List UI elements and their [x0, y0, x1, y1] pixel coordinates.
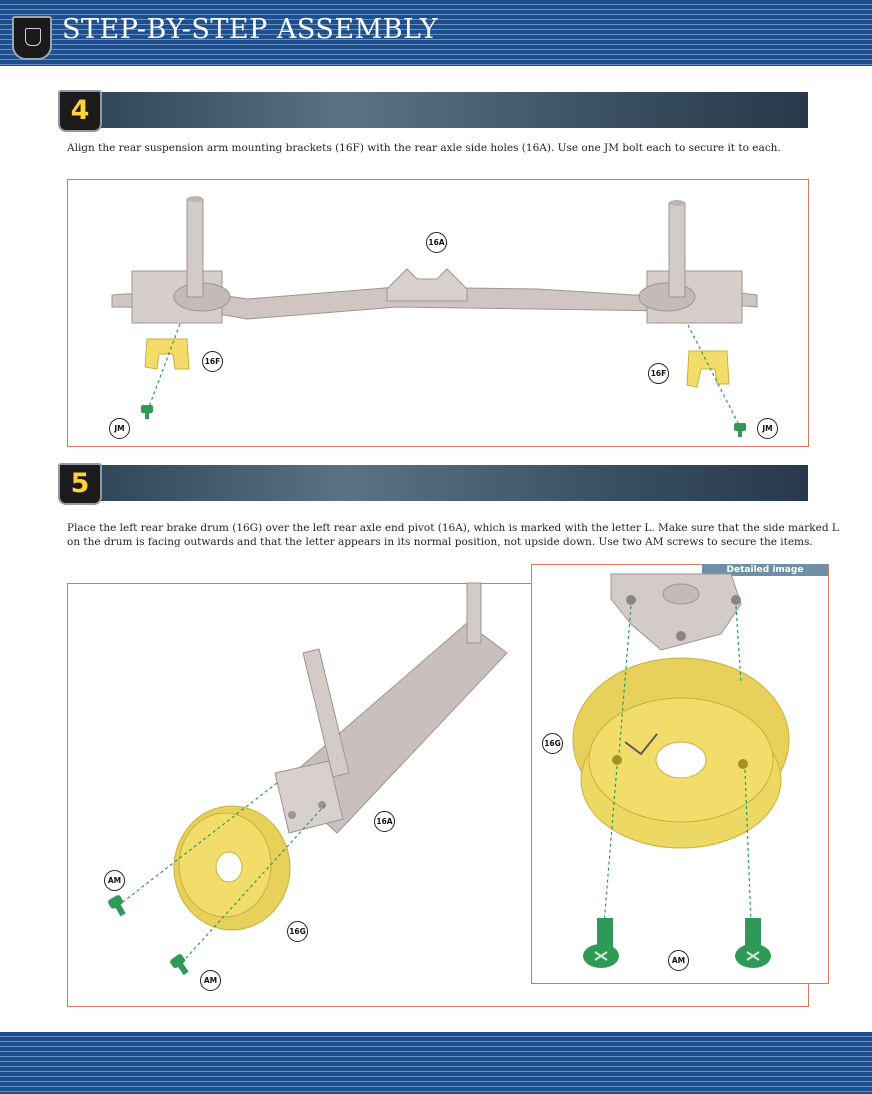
- am-screw-upper-icon: [108, 895, 126, 917]
- callout-am-detail: AM: [668, 950, 689, 971]
- callout-16g-step5: 16G: [287, 921, 308, 942]
- brake-drum-detail-illustration: [572, 573, 790, 968]
- header-banner: STEP-BY-STEP ASSEMBLY: [0, 0, 872, 66]
- jm-bolt-left-icon: [141, 405, 153, 419]
- step-4-instruction: Align the rear suspension arm mounting b…: [67, 142, 781, 154]
- rear-axle-illustration: [111, 196, 758, 437]
- am-screw-detail-right-icon: [735, 918, 771, 968]
- callout-16a-step4: 16A: [426, 232, 447, 253]
- step-5-instruction-line-1: Place the left rear brake drum (16G) ove…: [67, 522, 839, 534]
- detail-image-label: Detailed image: [702, 564, 828, 576]
- am-screw-lower-icon: [170, 954, 189, 976]
- callout-16f-left: 16F: [202, 351, 223, 372]
- step-5-bar: [96, 465, 808, 501]
- callout-am-lower: AM: [200, 970, 221, 991]
- footer-banner: [0, 1032, 872, 1094]
- brake-drum-assembly-illustration: [108, 582, 508, 976]
- callout-16f-right: 16F: [648, 363, 669, 384]
- page-title: STEP-BY-STEP ASSEMBLY: [62, 14, 439, 45]
- step-4-number: 4: [58, 90, 102, 132]
- am-screw-detail-left-icon: [583, 918, 619, 968]
- step-5-instruction-line-2: on the drum is facing outwards and that …: [67, 536, 813, 548]
- callout-jm-left: JM: [109, 418, 130, 439]
- callout-jm-right: JM: [757, 418, 778, 439]
- callout-16g-detail: 16G: [542, 733, 563, 754]
- callout-16a-step5: 16A: [374, 811, 395, 832]
- callout-am-upper: AM: [104, 870, 125, 891]
- step-4-bar: [96, 92, 808, 128]
- step-5-number: 5: [58, 463, 102, 505]
- crest-badge-icon: [12, 16, 52, 60]
- jm-bolt-right-icon: [734, 423, 746, 437]
